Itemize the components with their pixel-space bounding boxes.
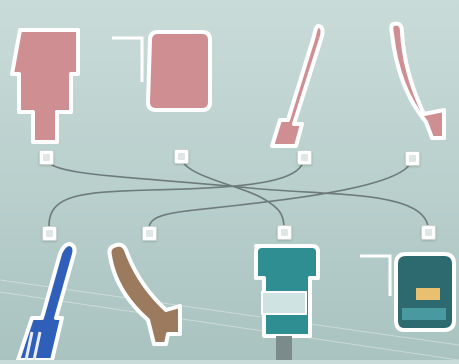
bottom-connector-2[interactable] [142,226,157,241]
pink-toothbrush[interactable] [272,26,323,146]
pink-toothpaste-tube[interactable] [12,30,78,142]
wires [46,156,428,228]
top-connector-2[interactable] [174,149,189,164]
top-connector-4[interactable] [405,151,420,166]
bottom-connector-4[interactable] [421,225,436,240]
bottom-connector-1[interactable] [42,226,57,241]
top-connector-3[interactable] [297,150,312,165]
wire-top2-bottom3 [181,156,284,228]
pink-floss-pick[interactable] [391,24,444,138]
teal-toothpaste-tube[interactable] [256,246,318,360]
top-connector-1[interactable] [39,150,54,165]
wire-top3-bottom1 [49,157,304,226]
brown-floss-pick[interactable] [110,245,181,344]
bottom-connector-3[interactable] [277,225,292,240]
teal-floss-container[interactable] [360,254,454,330]
pink-floss-container[interactable] [112,32,210,110]
